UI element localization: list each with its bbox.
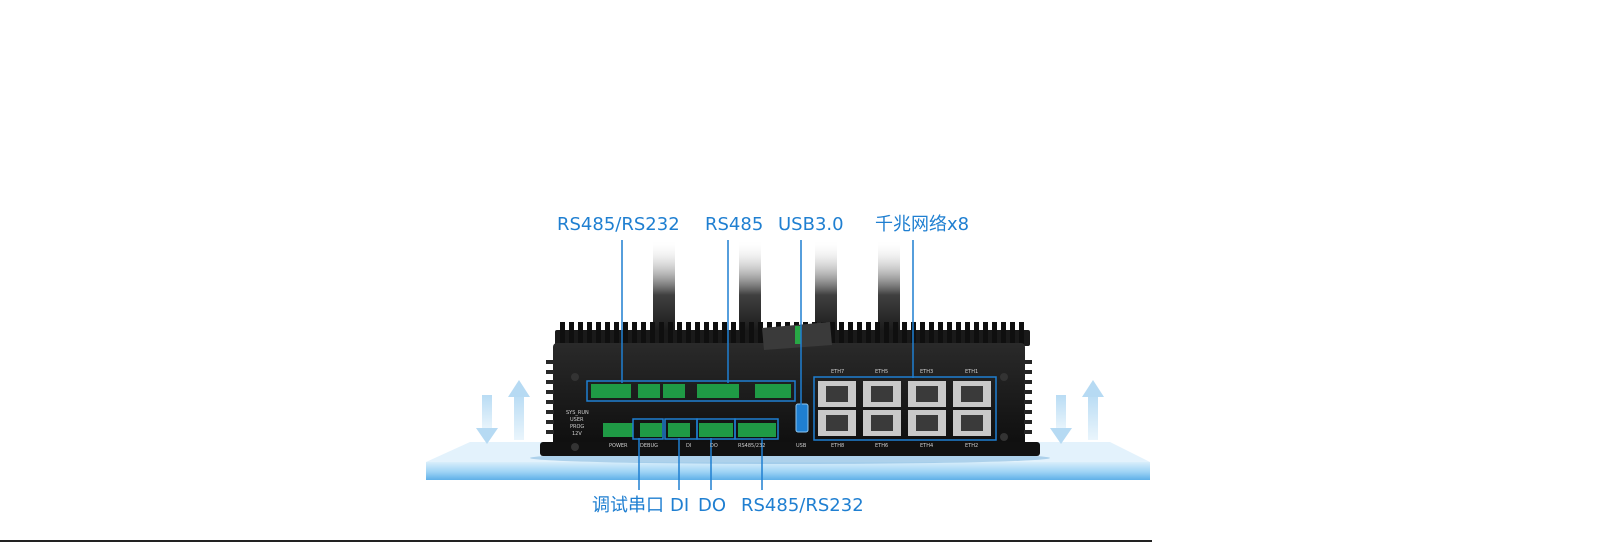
heatsink-fin bbox=[641, 322, 646, 344]
label-di: DI bbox=[670, 495, 690, 516]
cooling-arrows-right bbox=[1050, 380, 1104, 444]
panel-label-12v: 12V bbox=[572, 431, 582, 437]
bottom-divider bbox=[0, 540, 1152, 542]
antennas bbox=[653, 240, 900, 340]
panel-label-eth1: ETH1 bbox=[965, 369, 978, 375]
debug-highlight bbox=[632, 418, 664, 440]
panel-label-sys-run: SYS_RUN bbox=[566, 410, 589, 416]
label-debug-serial: 调试串口 bbox=[592, 495, 664, 516]
ethernet-port-socket bbox=[826, 386, 848, 402]
heatsink-fin bbox=[686, 322, 691, 344]
heatsink-fin bbox=[974, 322, 979, 344]
heatsink-fin bbox=[920, 322, 925, 344]
ethernet-port-socket bbox=[871, 415, 893, 431]
ethernet-port-socket bbox=[916, 415, 938, 431]
panel-label-power: POWER bbox=[609, 443, 628, 449]
label-rs485-top: RS485 bbox=[705, 214, 764, 235]
heatsink-fin bbox=[758, 322, 763, 344]
panel-label-user: USER bbox=[570, 417, 584, 423]
panel-label-eth3: ETH3 bbox=[920, 369, 933, 375]
heatsink-fin bbox=[1019, 322, 1024, 344]
ethernet-port-socket bbox=[916, 386, 938, 402]
heatsink-fin bbox=[956, 322, 961, 344]
heatsink-fin bbox=[587, 322, 592, 344]
label-rs485-rs232-bottom: RS485/RS232 bbox=[741, 495, 864, 516]
heatsink-fin bbox=[857, 322, 862, 344]
heatsink-fin bbox=[632, 322, 637, 344]
panel-label-debug: DEBUG bbox=[640, 443, 658, 449]
panel-label-eth5: ETH5 bbox=[875, 369, 888, 375]
heatsink-fin bbox=[713, 322, 718, 344]
ethernet-port-socket bbox=[826, 415, 848, 431]
ethernet-highlight bbox=[813, 376, 997, 441]
heatsink-fin bbox=[623, 322, 628, 344]
heatsink-fin bbox=[848, 322, 853, 344]
cooling-arrows-left bbox=[476, 380, 530, 444]
panel-label-eth7: ETH7 bbox=[831, 369, 844, 375]
heatsink-fin bbox=[839, 322, 844, 344]
heatsink-fin bbox=[830, 322, 835, 344]
label-do: DO bbox=[698, 495, 727, 516]
panel-label-usb: USB bbox=[796, 443, 807, 449]
heatsink-fin bbox=[605, 322, 610, 344]
panel-label-di: DI bbox=[686, 443, 691, 449]
heatsink-fin bbox=[893, 322, 898, 344]
ethernet-port-socket bbox=[871, 386, 893, 402]
label-usb3: USB3.0 bbox=[778, 214, 844, 235]
panel-label-do: DO bbox=[710, 443, 718, 449]
heatsink-fin bbox=[884, 322, 889, 344]
heatsink-fin bbox=[668, 322, 673, 344]
heatsink-fin bbox=[992, 322, 997, 344]
heatsink-fin bbox=[929, 322, 934, 344]
heatsink-fin bbox=[614, 322, 619, 344]
heatsink-fin bbox=[749, 322, 754, 344]
heatsink-fin bbox=[578, 322, 583, 344]
heatsink-fin bbox=[731, 322, 736, 344]
label-gigabit-ethernet: 千兆网络x8 bbox=[875, 214, 970, 235]
platform bbox=[426, 462, 1150, 480]
panel-label-eth4: ETH4 bbox=[920, 443, 933, 449]
ethernet-ports bbox=[818, 381, 991, 436]
rs485-rs232-lower-highlight bbox=[734, 418, 779, 440]
heatsink-fin bbox=[740, 322, 745, 344]
panel-label-rs485-232: RS485/232 bbox=[738, 443, 765, 449]
heatsink-fin bbox=[596, 322, 601, 344]
heatsink-fin bbox=[695, 322, 700, 344]
panel-label-eth8: ETH8 bbox=[831, 443, 844, 449]
heatsink-fin bbox=[704, 322, 709, 344]
panel-label-eth2: ETH2 bbox=[965, 443, 978, 449]
heatsink-fin bbox=[677, 322, 682, 344]
upper-terminal-row bbox=[591, 384, 791, 398]
heatsink-fin bbox=[569, 322, 574, 344]
rs485-rs232-upper-highlight bbox=[586, 380, 796, 402]
heatsink-fin bbox=[560, 322, 565, 344]
heatsink-fin bbox=[650, 322, 655, 344]
label-rs485-rs232-top: RS485/RS232 bbox=[557, 214, 680, 235]
callout-lines bbox=[621, 240, 914, 490]
ethernet-port-socket bbox=[961, 386, 983, 402]
heatsink-fin bbox=[902, 322, 907, 344]
heatsink-fin bbox=[659, 322, 664, 344]
heatsink-fin bbox=[1010, 322, 1015, 344]
heatsink-fin bbox=[722, 322, 727, 344]
heatsink-fin bbox=[947, 322, 952, 344]
heatsink-fin bbox=[938, 322, 943, 344]
ethernet-port-socket bbox=[961, 415, 983, 431]
heatsink-fin bbox=[983, 322, 988, 344]
heatsink-fin bbox=[866, 322, 871, 344]
lower-terminal-row bbox=[603, 423, 776, 437]
heatsink-fin bbox=[965, 322, 970, 344]
usb-port bbox=[795, 403, 809, 433]
heatsink-fin bbox=[1001, 322, 1006, 344]
panel-label-prog: PROG bbox=[570, 424, 584, 430]
heatsink-fin bbox=[875, 322, 880, 344]
panel-label-eth6: ETH6 bbox=[875, 443, 888, 449]
